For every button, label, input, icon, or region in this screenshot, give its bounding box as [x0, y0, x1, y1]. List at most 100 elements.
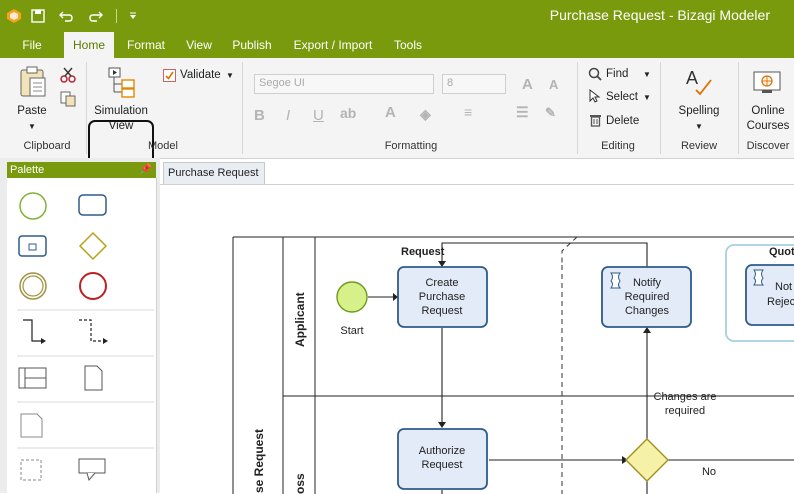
lane-shape[interactable] — [18, 367, 47, 389]
pool-border — [232, 236, 794, 494]
quotation-subprocess[interactable]: Quot Not Rejec — [725, 244, 794, 342]
copy-icon[interactable] — [60, 91, 76, 112]
group-clipboard-label: Clipboard — [23, 140, 71, 152]
online-courses-label-2[interactable]: Courses — [746, 120, 790, 132]
find-dropdown-arrow-icon[interactable]: ▼ — [643, 70, 651, 79]
task-label-line: Notify — [633, 277, 662, 289]
flow-label-changes-line1: Changes are — [654, 391, 717, 403]
milestone-divider — [561, 236, 578, 494]
validate-icon[interactable] — [163, 69, 176, 87]
customize-quick-access-icon[interactable] — [123, 6, 143, 26]
svg-text:A: A — [686, 68, 698, 88]
app-logo-icon — [4, 6, 24, 26]
start-event-label: Start — [340, 325, 363, 337]
select-dropdown-arrow-icon[interactable]: ▼ — [643, 93, 651, 102]
data-object-shape[interactable] — [84, 365, 103, 391]
font-name-select[interactable]: Segoe UI — [254, 74, 434, 94]
lane-label-applicant: Applicant — [293, 292, 307, 347]
line-style-icon[interactable]: ☰ — [516, 104, 529, 120]
pin-icon[interactable]: 📌 — [139, 164, 152, 175]
delete-icon[interactable] — [589, 113, 602, 132]
start-event[interactable] — [336, 281, 368, 313]
select-icon[interactable] — [588, 88, 602, 108]
document-tab-purchase-request[interactable]: Purchase Request — [163, 162, 265, 184]
ribbon-divider — [738, 62, 739, 154]
grow-font-icon[interactable]: A — [522, 76, 533, 93]
intermediate-event-shape[interactable] — [19, 272, 47, 300]
tab-home[interactable]: Home — [64, 32, 114, 58]
tab-view[interactable]: View — [186, 38, 212, 52]
group-editing-label: Editing — [601, 140, 635, 152]
sequence-flow[interactable] — [438, 328, 446, 428]
sequence-flow[interactable] — [368, 293, 398, 301]
redo-icon[interactable] — [86, 6, 106, 26]
task-shape[interactable] — [78, 194, 107, 216]
validate-dropdown-arrow-icon[interactable]: ▼ — [226, 71, 234, 80]
online-courses-label-1[interactable]: Online — [751, 105, 785, 117]
sequence-flow[interactable] — [438, 242, 648, 267]
tab-export-import[interactable]: Export / Import — [293, 38, 373, 52]
shrink-font-icon[interactable]: A — [549, 77, 559, 92]
tab-format[interactable]: Format — [126, 38, 165, 52]
ribbon-tab-bar: File Home Format View Publish Export / I… — [0, 32, 794, 58]
online-courses-icon[interactable] — [753, 68, 783, 101]
gateway-shape[interactable] — [78, 231, 108, 261]
simulation-view-label-1[interactable]: Simulation — [94, 105, 148, 117]
sequence-flow-shape[interactable] — [23, 319, 46, 344]
find-icon[interactable] — [588, 67, 602, 86]
milestone-request-label: Request — [401, 246, 445, 258]
message-flow-shape[interactable] — [79, 319, 108, 344]
tab-publish[interactable]: Publish — [232, 38, 272, 52]
ribbon-divider — [86, 62, 87, 154]
italic-icon[interactable]: I — [286, 107, 291, 124]
task-label-line: Request — [422, 305, 463, 317]
underline-icon[interactable]: U — [313, 107, 324, 124]
exclusive-gateway[interactable] — [625, 438, 669, 482]
select-button[interactable]: Select — [606, 91, 638, 103]
simulation-view-icon[interactable] — [107, 66, 137, 103]
script-icon — [610, 272, 622, 289]
ribbon-divider — [660, 62, 661, 154]
paste-button[interactable]: Paste — [17, 105, 47, 117]
paste-icon[interactable] — [18, 66, 48, 103]
task-label-line: Authorize — [419, 445, 465, 457]
bold-icon[interactable]: B — [254, 107, 265, 124]
align-text-icon[interactable]: ≡ — [464, 104, 473, 120]
font-size-select[interactable]: 8 — [442, 74, 506, 94]
find-button[interactable]: Find — [606, 68, 629, 80]
tab-tools[interactable]: Tools — [393, 38, 422, 52]
paste-dropdown-arrow-icon[interactable]: ▼ — [28, 122, 36, 131]
subprocess-shape[interactable] — [18, 235, 47, 257]
start-event-shape[interactable] — [19, 192, 47, 220]
sequence-flow[interactable] — [489, 456, 628, 464]
end-event-shape[interactable] — [79, 272, 107, 300]
undo-icon[interactable] — [56, 6, 76, 26]
simulation-view-label-2[interactable]: View — [108, 120, 134, 132]
text-annotation-shape[interactable] — [20, 413, 43, 438]
ribbon: Paste ▼ Clipboard Simulation View Valida… — [0, 58, 794, 195]
comment-shape[interactable] — [78, 458, 106, 482]
spelling-dropdown-arrow-icon[interactable]: ▼ — [695, 122, 703, 131]
spelling-button[interactable]: Spelling — [678, 105, 720, 117]
title-bar: Purchase Request - Bizagi Modeler — [0, 0, 794, 32]
font-color-icon[interactable]: A — [385, 104, 396, 121]
palette-panel — [7, 178, 157, 493]
group-shape[interactable] — [20, 459, 42, 481]
diagram-canvas[interactable]: se Request Applicant oss Request — [160, 184, 794, 494]
save-icon[interactable] — [28, 6, 48, 26]
task-label-line: Rejec — [767, 296, 794, 308]
validate-button[interactable]: Validate — [180, 69, 221, 81]
ribbon-divider — [242, 62, 243, 154]
text-highlight-icon[interactable]: ab — [340, 105, 357, 121]
tab-file[interactable]: File — [22, 38, 42, 52]
task-create-purchase-request[interactable]: Create Purchase Request — [397, 266, 488, 328]
line-color-icon[interactable]: ✎ — [545, 105, 556, 120]
task-authorize-request[interactable]: Authorize Request — [397, 428, 488, 490]
quotation-label: Quot — [769, 246, 794, 258]
spelling-icon[interactable]: A — [684, 66, 714, 101]
fill-color-icon[interactable]: ◈ — [420, 106, 431, 122]
cut-icon[interactable] — [60, 67, 76, 88]
delete-button[interactable]: Delete — [606, 115, 640, 127]
task-notify-required-changes[interactable]: Notify Required Changes — [601, 266, 692, 328]
sequence-flow[interactable] — [643, 327, 651, 440]
